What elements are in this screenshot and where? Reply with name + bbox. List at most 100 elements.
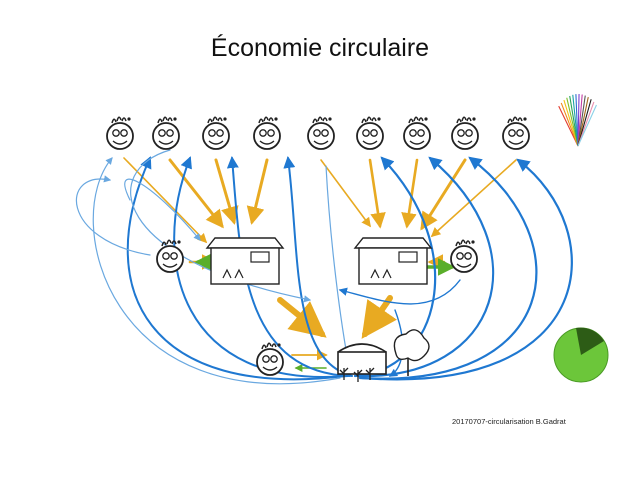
ray-line [558,105,579,147]
hair-dot [472,117,476,121]
hair-stroke [507,116,523,124]
hair-dot [523,117,527,121]
flow-farm-person7 [356,156,495,378]
person-face-icon [403,122,431,150]
hair-stroke [456,116,472,124]
flow-farm-person5 [283,156,353,377]
shop-right [353,237,433,285]
smile [313,140,329,145]
ray-line [577,97,589,147]
hair-dot [173,117,177,121]
diagram-nodes [106,94,609,383]
ray-line [577,99,592,147]
person-face-icon [451,122,479,150]
page-title: Économie circulaire [210,34,430,62]
hair-dot [424,117,428,121]
hair-dot [177,240,181,244]
person-face-icon [253,122,281,150]
flow-rightperson-loop [338,279,461,305]
person-top-1 [106,116,134,150]
flow-person6-shop-right [368,158,386,229]
smile [112,140,128,145]
right-eye [216,129,224,137]
right-eye [465,129,473,137]
left-eye [313,129,321,137]
tree-crown [393,329,430,362]
tree-icon [393,329,430,376]
flow-shop-right-farm [361,295,397,339]
right-eye [120,129,128,137]
shop-goods [222,268,244,279]
smile [508,140,524,145]
flow-farm-person9 [360,158,573,381]
left-eye [208,129,216,137]
person-face-icon [156,245,184,273]
hair-dot [377,117,381,121]
flow-person5-shop-right [320,159,371,228]
person-face-icon [202,122,230,150]
left-eye [456,252,464,260]
shop-left [205,237,285,285]
flow-farm-person8 [358,156,538,380]
hair-stroke [408,116,424,124]
ray-line [560,102,579,147]
hair-dot [471,240,475,244]
person-face-icon [256,348,284,376]
shop-sign [398,251,418,263]
flow-person9-shop-right [430,159,517,238]
left-eye [162,252,170,260]
right-eye [370,129,378,137]
person-face-icon [152,122,180,150]
left-eye [259,129,267,137]
smile [362,140,378,145]
flow-person2-shop-left [168,158,224,229]
person-top-7 [403,116,431,150]
smile [158,140,174,145]
person-left-shop [156,239,184,273]
flow-person8-shop-right [420,158,467,231]
color-rays-icon [558,94,597,147]
ray-line [577,101,595,147]
person-farm [256,342,284,376]
smile [456,263,472,268]
hair-dot [328,117,332,121]
hair-stroke [261,342,277,350]
right-eye [417,129,425,137]
right-eye [267,129,275,137]
hair-dot [274,117,278,121]
hair-stroke [157,116,173,124]
flow-leftperson-shop [124,178,201,241]
person-top-9 [502,116,530,150]
hair-stroke [258,116,274,124]
plant-sprout-icon [365,367,375,380]
plant-sprout-icon [353,369,363,382]
person-face-icon [502,122,530,150]
hair-stroke [161,239,177,247]
ray-line [577,104,597,147]
hair-dot [127,117,131,121]
flow-person5-farm [325,165,353,374]
flow-farm-person2 [126,156,346,381]
flow-person4-shop-left [246,158,269,225]
flow-arrows [75,149,573,385]
farm-barn-icon [337,343,387,353]
left-eye [409,129,417,137]
person-face-icon [356,122,384,150]
hair-dot [223,117,227,121]
shop-sign [250,251,270,263]
flow-leftperson-loop [75,175,151,256]
smile [262,366,278,371]
right-eye [166,129,174,137]
flow-farm-person4 [226,156,351,377]
right-eye [321,129,329,137]
right-eye [270,355,278,363]
flow-person1-shop-left [123,157,208,244]
shop-roof [205,237,285,249]
person-top-4 [253,116,281,150]
farm-node [337,329,430,382]
pie-icon [553,327,609,383]
smile [162,263,178,268]
person-top-5 [307,116,335,150]
